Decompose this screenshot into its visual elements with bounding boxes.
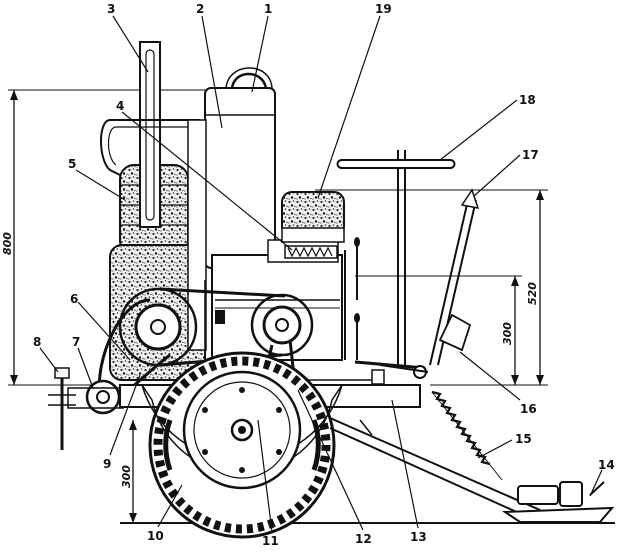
callout-19: 19 [375,2,392,16]
callout-13: 13 [410,530,427,544]
dimension-right: 520 300 [315,189,548,386]
callout-leaders [39,15,603,533]
callout-16: 16 [520,402,537,416]
callout-6: 6 [70,292,78,306]
callout-2: 2 [196,2,204,16]
plow-implement [501,481,615,523]
dimension-axle-height: 300 [120,420,137,523]
seat-cushion [281,191,345,243]
callout-14: 14 [598,458,615,472]
dimension-overall-height-label: 800 [1,232,14,255]
callout-7: 7 [72,335,80,349]
callout-15: 15 [515,432,532,446]
callout-8: 8 [33,335,41,349]
tension-bolt [48,367,76,450]
callout-3: 3 [107,2,115,16]
hitch-drawbar [329,417,541,519]
callout-18: 18 [519,93,536,107]
lift-lever [429,188,480,366]
gear-levers [344,237,360,360]
lift-linkage [379,364,429,373]
callout-12: 12 [355,532,372,546]
dimension-axle-height-label: 300 [120,465,133,488]
fuel-line [100,119,200,176]
callout-17: 17 [522,148,539,162]
seat-spring [284,245,338,259]
dimension-pivot-height-label: 300 [501,322,514,345]
callout-11: 11 [262,534,279,548]
tension-spring [431,390,503,481]
callout-4: 4 [116,99,124,113]
idler-pulley [67,379,124,415]
dimension-seat-height-label: 520 [526,282,539,305]
callout-5: 5 [68,157,76,171]
callout-1: 1 [264,2,272,16]
steering-assembly [336,150,456,365]
drive-wheel [141,351,343,539]
callout-9: 9 [103,457,111,471]
dimension-overall-height: 800 [1,89,215,386]
callout-10: 10 [147,529,164,543]
steering-wheel [336,159,456,169]
